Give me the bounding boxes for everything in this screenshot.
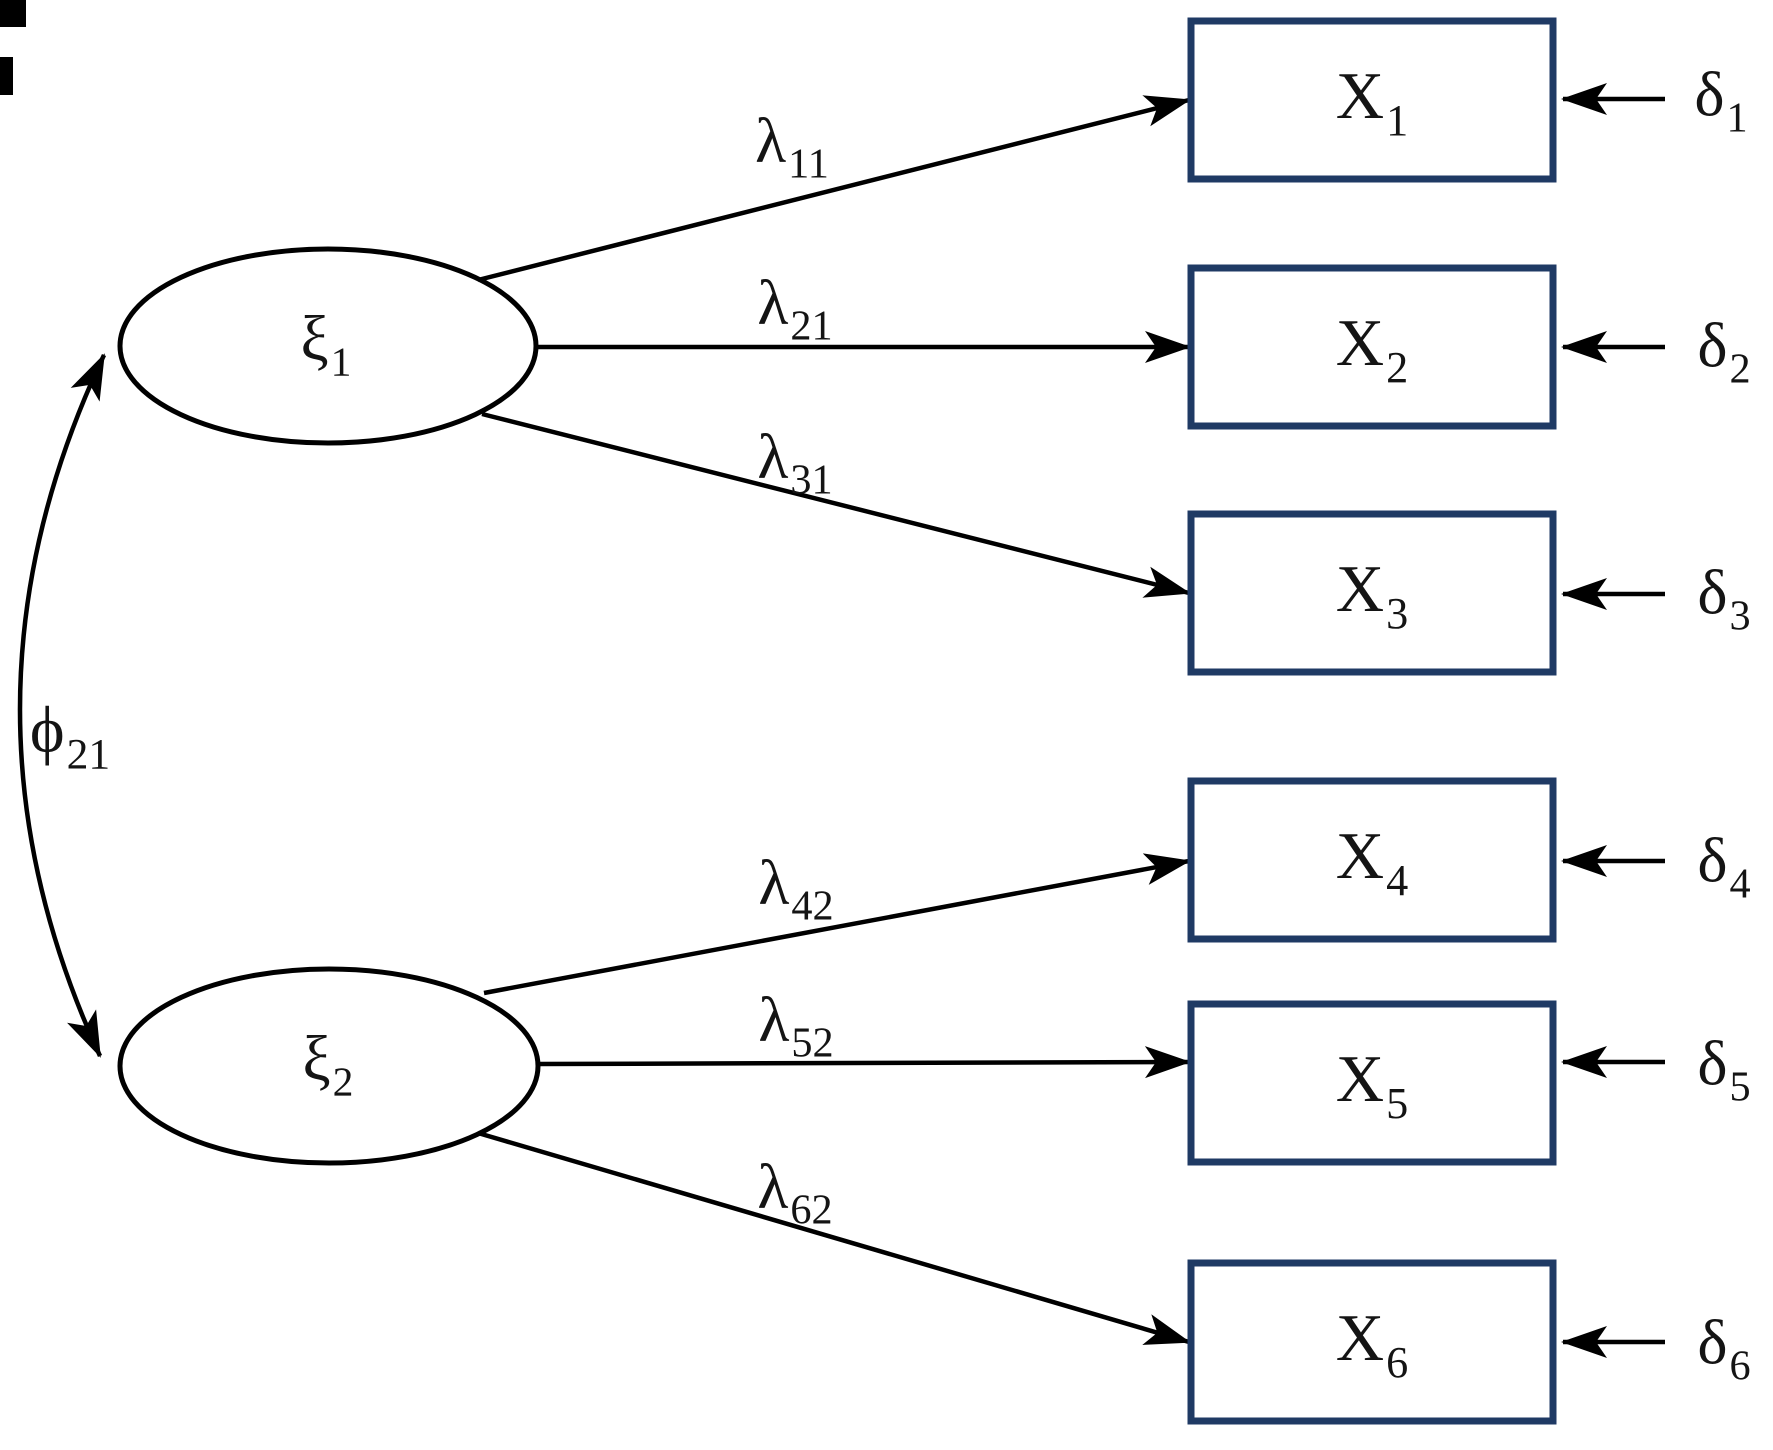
loading-label-lambda62: λ62	[757, 1154, 832, 1231]
x1-symbol: X	[1335, 58, 1385, 133]
xi1-symbol: ξ	[300, 303, 329, 374]
delta6-subscript: 6	[1729, 1342, 1751, 1390]
error-label-delta1: δ1	[1694, 62, 1747, 139]
lambda21-symbol: λ	[757, 266, 789, 338]
x6-symbol: X	[1335, 1300, 1385, 1375]
covariance-arrow-phi21	[17, 353, 107, 1058]
latent-label-xi2: ξ2	[303, 1027, 354, 1102]
delta5-subscript: 5	[1729, 1063, 1751, 1111]
x3-symbol: X	[1335, 551, 1385, 626]
loading-label-lambda31: λ31	[757, 424, 832, 501]
observed-label-x2: X2	[1336, 309, 1409, 392]
phi21-subscript: 21	[66, 729, 111, 778]
delta3-symbol: δ	[1697, 556, 1728, 628]
covariance-label-phi21: ϕ21	[30, 697, 110, 776]
loading-label-lambda42: λ42	[758, 850, 833, 927]
lambda21-subscript: 21	[790, 302, 833, 350]
latent-ellipse-xi2	[117, 966, 541, 1166]
delta1-subscript: 1	[1726, 94, 1748, 142]
lambda42-symbol: λ	[758, 846, 790, 918]
delta4-symbol: δ	[1697, 824, 1728, 896]
xi2-subscript: 2	[332, 1058, 354, 1105]
delta4-subscript: 4	[1729, 860, 1751, 908]
observed-box-x3	[1187, 510, 1557, 676]
lambda62-symbol: λ	[757, 1150, 789, 1222]
lambda52-subscript: 52	[791, 1019, 834, 1067]
delta1-symbol: δ	[1694, 58, 1725, 130]
delta3-subscript: 3	[1729, 592, 1751, 640]
loading-label-lambda11: λ11	[755, 108, 829, 185]
loading-arrow-lambda11	[477, 95, 1191, 283]
phi21-symbol: ϕ	[29, 693, 65, 767]
x4-symbol: X	[1335, 818, 1385, 893]
delta6-symbol: δ	[1697, 1306, 1728, 1378]
x4-subscript: 4	[1386, 855, 1409, 905]
loading-label-lambda21: λ21	[757, 270, 832, 347]
x5-subscript: 5	[1386, 1078, 1409, 1128]
x6-subscript: 6	[1386, 1337, 1409, 1387]
error-label-delta2: δ2	[1697, 313, 1750, 390]
loading-arrow-lambda31	[481, 411, 1191, 598]
loading-arrow-lambda52	[537, 1046, 1191, 1079]
loading-label-lambda52: λ52	[758, 987, 833, 1064]
loading-arrow-lambda62	[477, 1130, 1191, 1345]
lambda42-subscript: 42	[791, 882, 834, 930]
delta2-symbol: δ	[1697, 309, 1728, 381]
observed-label-x1: X1	[1336, 62, 1409, 145]
lambda11-subscript: 11	[788, 140, 829, 188]
loading-arrow-lambda42	[483, 853, 1191, 996]
observed-label-x5: X5	[1336, 1045, 1409, 1128]
lambda11-symbol: λ	[755, 104, 787, 176]
observed-box-x4	[1187, 777, 1557, 943]
error-label-delta3: δ3	[1697, 560, 1750, 637]
lambda62-subscript: 62	[790, 1186, 833, 1234]
lambda31-subscript: 31	[790, 456, 833, 504]
observed-box-x1	[1187, 17, 1557, 183]
lambda31-symbol: λ	[757, 420, 789, 492]
x3-subscript: 3	[1386, 588, 1409, 638]
delta2-subscript: 2	[1729, 345, 1751, 393]
observed-label-x4: X4	[1336, 822, 1409, 905]
scan-artifact-mark	[0, 57, 13, 95]
error-label-delta4: δ4	[1697, 828, 1750, 905]
x2-symbol: X	[1335, 305, 1385, 380]
latent-label-xi1: ξ1	[301, 307, 352, 382]
error-label-delta5: δ5	[1697, 1031, 1750, 1108]
x5-symbol: X	[1335, 1041, 1385, 1116]
observed-box-x6	[1187, 1259, 1557, 1425]
x1-subscript: 1	[1386, 95, 1409, 145]
delta5-symbol: δ	[1697, 1027, 1728, 1099]
xi2-symbol: ξ	[302, 1023, 331, 1094]
lambda52-symbol: λ	[758, 983, 790, 1055]
observed-box-x2	[1187, 264, 1557, 430]
error-label-delta6: δ6	[1697, 1310, 1750, 1387]
xi1-subscript: 1	[330, 338, 352, 385]
scan-artifact-mark	[0, 0, 26, 27]
observed-label-x6: X6	[1336, 1304, 1409, 1387]
observed-label-x3: X3	[1336, 555, 1409, 638]
x2-subscript: 2	[1386, 342, 1409, 392]
observed-box-x5	[1187, 1000, 1557, 1166]
